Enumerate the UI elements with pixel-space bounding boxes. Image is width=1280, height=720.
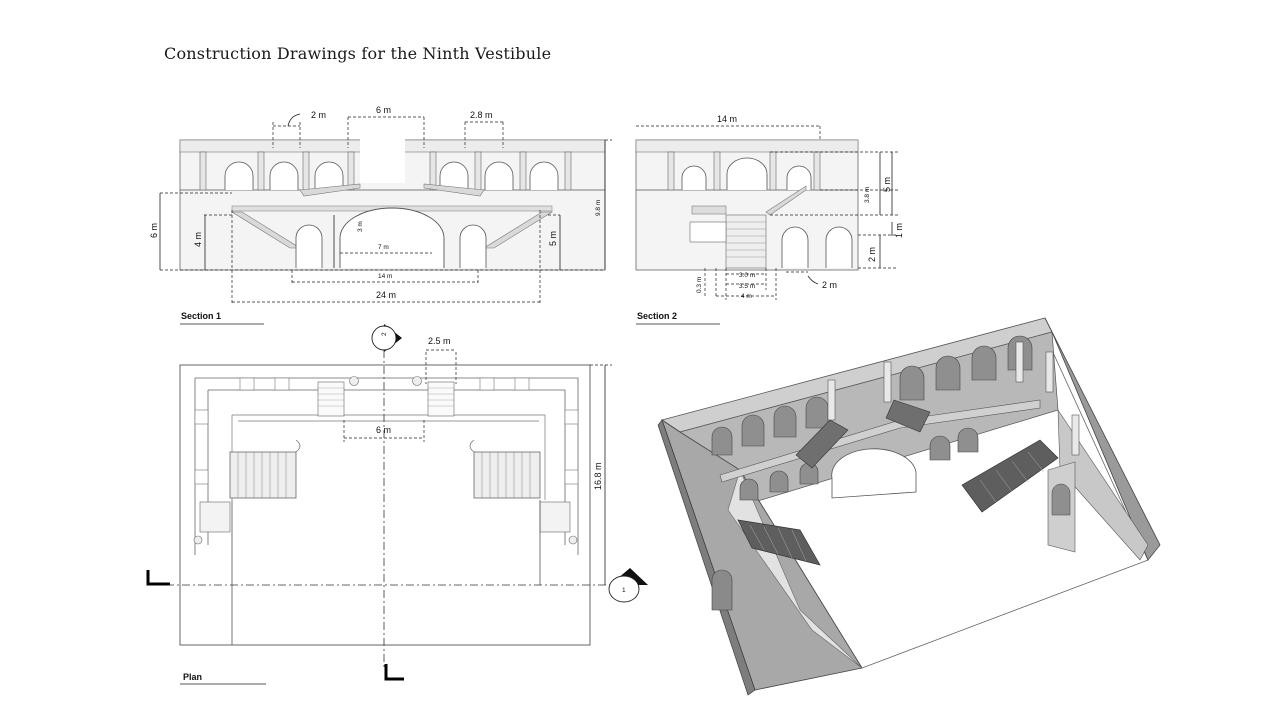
plan-drawing: 2.5 m 6 m 16.8 m 2 1 Plan — [146, 324, 648, 685]
s1-dim-7m: 7 m — [378, 244, 389, 251]
s2-dim-2m-h: 2 m — [822, 280, 837, 290]
plan-dim-2-5m: 2.5 m — [428, 336, 451, 346]
section-1-marker: 1 — [608, 568, 648, 603]
section-1-label: Section 1 — [181, 311, 221, 321]
plan-dim-6m: 6 m — [376, 425, 391, 435]
section-2-marker-label: 2 — [381, 332, 388, 336]
s1-dim-2-8m: 2.8 m — [470, 110, 493, 120]
s1-dim-6m-top: 6 m — [376, 105, 391, 115]
s1-dim-4m: 4 m — [193, 232, 203, 247]
plan-label: Plan — [183, 672, 202, 682]
section-2-drawing: 14 m 3.8 m 5 m 1 m 2 m 0.3 m 3.0 m 3.5 m… — [635, 114, 904, 325]
s2-dim-5m: 5 m — [882, 177, 892, 192]
s1-dim-5m: 5 m — [548, 231, 558, 246]
section-2-label: Section 2 — [637, 311, 677, 321]
s2-dim-0-3m: 0.3 m — [696, 277, 703, 293]
s2-dim-3-5m: 3.5 m — [739, 283, 755, 290]
s1-dim-9-8m: 9.8 m — [595, 200, 602, 216]
s2-dim-14m: 14 m — [717, 114, 737, 124]
s1-dim-6m-left: 6 m — [149, 223, 159, 238]
plan-dim-16-8m: 16.8 m — [593, 462, 603, 490]
cut-mark-bottom — [384, 664, 404, 681]
section-2-marker: 2 — [371, 324, 402, 352]
section-1-marker-label: 1 — [622, 587, 626, 594]
cut-mark-left — [146, 570, 170, 586]
s1-dim-24m: 24 m — [376, 290, 396, 300]
section-1-drawing: 2 m 6 m 2.8 m 6 m 4 m 3 m 7 m 5 m 9.8 m … — [149, 105, 612, 325]
s1-dim-2m: 2 m — [311, 110, 326, 120]
page-title: Construction Drawings for the Ninth Vest… — [164, 44, 552, 63]
s2-dim-1m: 1 m — [894, 223, 904, 238]
s1-dim-3m: 3 m — [357, 221, 364, 232]
s1-dim-14m: 14 m — [378, 273, 392, 280]
axonometric-view — [657, 317, 1161, 696]
s2-dim-4m: 4 m — [741, 293, 752, 300]
s2-dim-3-0m: 3.0 m — [739, 272, 755, 279]
s2-dim-3-8m: 3.8 m — [864, 187, 871, 203]
s2-dim-2m-v: 2 m — [867, 247, 877, 262]
